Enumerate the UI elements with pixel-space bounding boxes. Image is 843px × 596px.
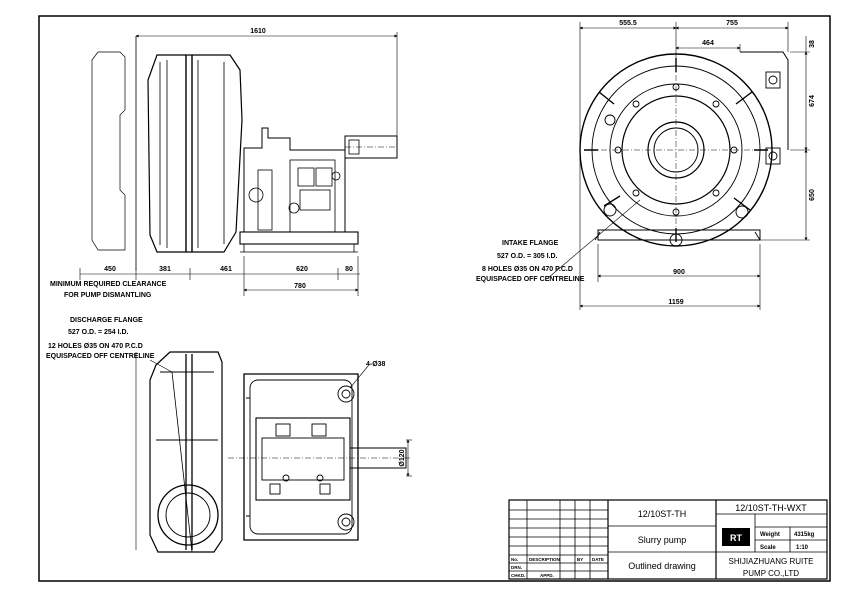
dim-frame-offset: 461	[220, 266, 232, 273]
end-dimensions	[547, 22, 810, 310]
dim-base-total: 780	[294, 283, 306, 290]
discharge-flange-title: DISCHARGE FLANGE	[70, 317, 143, 324]
plan-frame	[243, 373, 359, 541]
plan-dimensions	[149, 359, 412, 477]
plan-labels: DISCHARGE FLANGE 527 O.D. = 254 I.D. 12 …	[46, 317, 406, 467]
product-name: Slurry pump	[638, 535, 687, 545]
base-plate	[239, 231, 359, 245]
title-block-text: 12/10ST-TH 12/10ST-TH-WXT Slurry pump Ou…	[511, 503, 815, 578]
sheet-border	[38, 15, 831, 582]
intake-flange-title: INTAKE FLANGE	[502, 240, 559, 247]
end-dimension-labels: 555.5 755 464 38 674 650 900 1159 INTAKE…	[476, 20, 816, 306]
sign-row-drawn: DRN.	[511, 565, 522, 570]
intake-flange-equispaced: EQUISPACED OFF CENTRELINE	[476, 276, 585, 283]
company-logo	[722, 528, 750, 546]
bearing-pedestal	[243, 127, 346, 233]
dim-lower-height: 650	[809, 189, 816, 201]
rev-header-date: DATE	[592, 557, 604, 562]
side-dimension-labels: 1610 450 381 461 620 80 780 MINIMUM REQU…	[50, 28, 353, 299]
sign-row-checked: CHKD.	[511, 573, 525, 578]
rev-header-description: DESCRIPTION	[529, 557, 560, 562]
side-dimensions	[79, 32, 398, 296]
logo-text: RT	[730, 533, 742, 543]
dim-overall-width: 1159	[668, 299, 683, 306]
clearance-note-line-2: FOR PUMP DISMANTLING	[64, 292, 152, 299]
weight-value: 4315kg	[794, 532, 815, 538]
rev-header-by: BY	[577, 557, 583, 562]
discharge-casing	[149, 351, 223, 553]
company-name-line-1: SHIJIAZHUANG RUITE	[729, 557, 814, 566]
clearance-note-line-1: MINIMUM REQUIRED CLEARANCE	[50, 281, 167, 288]
discharge-flange-od: 527 O.D. = 254 I.D.	[68, 329, 129, 336]
side-view	[91, 36, 398, 270]
rev-header-no: No.	[511, 557, 518, 562]
dim-base-width: 900	[673, 269, 685, 276]
scale-label: Scale	[760, 545, 776, 551]
end-view	[579, 51, 789, 247]
sign-row-approved: APPD.	[540, 573, 554, 578]
weight-label: Weight	[760, 532, 780, 538]
bolt-callout: 4-Ø38	[366, 361, 386, 368]
dim-right-width: 755	[726, 20, 738, 27]
plan-view	[135, 351, 410, 553]
dim-overall-length: 1610	[250, 28, 266, 35]
dim-casing: 381	[159, 266, 171, 273]
model-number: 12/10ST-TH	[638, 509, 687, 519]
dim-left-width: 555.5	[619, 20, 637, 27]
shaft-diameter: Ø120	[399, 449, 406, 466]
title-block	[508, 499, 828, 580]
drawing-type: Outlined drawing	[628, 561, 696, 571]
discharge-outlet	[157, 484, 219, 546]
drawing-number: 12/10ST-TH-WXT	[735, 503, 807, 513]
dim-top-offset: 38	[809, 40, 816, 48]
flange-bolt-holes	[614, 83, 738, 216]
scale-value: 1:10	[796, 545, 809, 551]
dim-upper-height: 674	[809, 95, 816, 107]
discharge-flange-holes: 12 HOLES Ø35 ON 470 P.C.D	[48, 343, 143, 350]
discharge-flange-equispaced: EQUISPACED OFF CENTRELINE	[46, 353, 155, 360]
intake-flange-od: 527 O.D. = 305 I.D.	[497, 253, 558, 260]
dim-base-end: 80	[345, 266, 353, 273]
intake-flange-holes: 8 HOLES Ø35 ON 470 P.C.D	[482, 266, 573, 273]
dim-inner-width: 464	[702, 40, 714, 47]
pump-casing	[147, 54, 243, 253]
dim-clearance: 450	[104, 266, 116, 273]
dim-base-length: 620	[296, 266, 308, 273]
company-name-line-2: PUMP CO.,LTD	[743, 569, 799, 578]
